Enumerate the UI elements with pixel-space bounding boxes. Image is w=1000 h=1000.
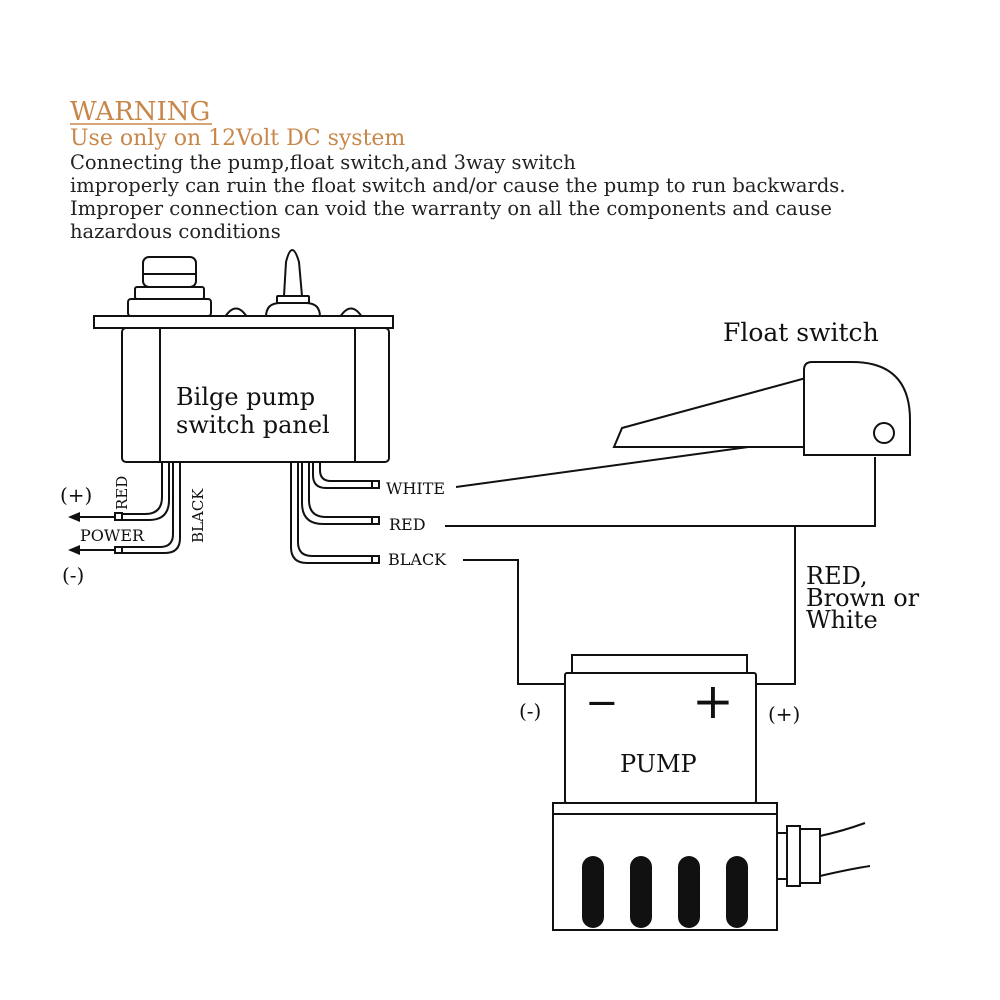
power-positive-label: (+) <box>60 483 92 507</box>
pump-outlet-icon <box>776 822 871 887</box>
warning-line-2: improperly can ruin the float switch and… <box>70 174 846 197</box>
pump-vent-icon <box>678 856 700 928</box>
output-wires: WHITE RED BLACK <box>290 462 447 569</box>
pump: PUMP − + (-) (+) <box>519 654 871 931</box>
float-housing <box>803 361 911 456</box>
warning-line-3: Improper connection can void the warrant… <box>70 197 832 220</box>
power-wires: (+) POWER (-) RED BLACK <box>60 462 207 587</box>
arrow-left-icon <box>68 512 80 522</box>
panel-label-line-1: Bilge pump <box>176 383 315 411</box>
breaker-button-icon <box>127 256 212 317</box>
pump-positive-label: (+) <box>768 702 800 726</box>
warning-line-4: hazardous conditions <box>70 220 281 243</box>
float-wire-label-3: White <box>806 606 878 634</box>
float-arm <box>612 377 807 448</box>
pump-label: PUMP <box>620 750 697 778</box>
pump-vent-icon <box>582 856 604 928</box>
float-switch-label: Float switch <box>723 318 879 347</box>
switch-panel: Bilge pump switch panel <box>93 249 394 463</box>
float-wire-label-2: Brown or <box>806 584 920 612</box>
float-switch: Float switch <box>612 318 911 456</box>
warning-line-1: Connecting the pump,float switch,and 3wa… <box>70 151 576 174</box>
pump-minus-symbol: − <box>585 680 619 726</box>
output-black-label: BLACK <box>388 550 447 569</box>
pump-cap <box>571 654 748 674</box>
warning-title: WARNING <box>70 97 210 127</box>
warning-subtitle: Use only on 12Volt DC system <box>70 126 405 151</box>
pump-base <box>552 802 778 931</box>
pump-vent-icon <box>630 856 652 928</box>
toggle-switch-icon <box>264 249 322 318</box>
panel-flange <box>93 315 394 329</box>
power-red-wire-label: RED <box>113 476 131 510</box>
warning-block: WARNING Use only on 12Volt DC system Con… <box>70 97 846 243</box>
float-wire-label-1: RED, <box>806 562 868 590</box>
arrow-left-icon <box>68 545 80 555</box>
pump-negative-label: (-) <box>519 699 541 723</box>
power-black-wire-label: BLACK <box>189 488 207 543</box>
power-label: POWER <box>80 526 145 545</box>
output-white-label: WHITE <box>386 479 445 498</box>
output-red-label: RED <box>389 515 426 534</box>
float-pivot-icon <box>873 422 895 444</box>
pump-plus-symbol: + <box>692 672 734 730</box>
panel-body <box>121 327 390 463</box>
power-negative-label: (-) <box>62 563 84 587</box>
pump-vent-icon <box>726 856 748 928</box>
panel-label-line-2: switch panel <box>176 411 330 439</box>
